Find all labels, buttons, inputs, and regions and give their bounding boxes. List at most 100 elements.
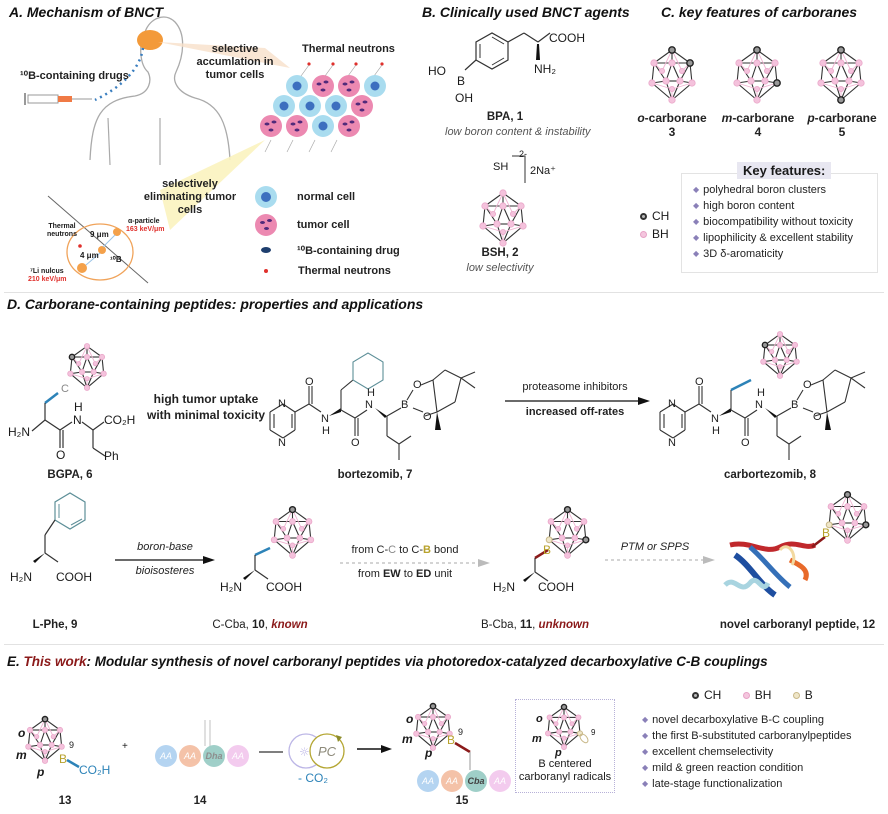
bgpa-structure [31,392,106,457]
radical-carborane-cage [545,703,589,750]
c15-o: o [406,712,414,726]
cage-edge [828,524,848,541]
tumor-uptake-text: high tumor uptake with minimal toxicity [146,392,266,422]
wedge-bond [719,408,731,416]
wedge-bond [329,408,341,416]
bh-vertex [414,713,422,721]
bond [444,369,462,379]
cage-back-edge [492,192,504,215]
peptide-carborane-cage [825,490,870,544]
c15-b: B [447,733,456,747]
bh-vertex [289,518,296,525]
bh-vertex [783,356,790,364]
p-carborane-cage [817,46,865,104]
cage-edge [86,373,105,389]
legend-ch: CH [692,688,721,702]
bond [822,369,836,381]
tumor-cell [338,115,360,137]
bsh-caption: BSH, 2 [481,247,519,259]
bh-vertex [444,713,452,721]
bh-vertex [25,743,32,750]
bh-vertex [668,59,676,67]
catalyst-line [259,751,283,753]
o-carborane-cage [648,46,696,104]
bh-vertex [41,726,49,734]
bh-vertex [848,67,855,74]
radical-pos9: 9 [591,728,596,737]
ch-vertex [429,702,437,710]
bh-vertex [545,730,551,737]
atom-label: O [413,379,422,391]
bh-vertex [817,79,825,87]
bh-vertex [838,519,846,527]
bh-vertex [83,353,91,361]
bh-vertex [438,721,444,727]
bh-vertex [776,341,784,349]
feature-item: ◆the first B-substituted carboranylpepti… [642,730,852,742]
cage-edge [762,361,781,377]
bh-vertex [430,736,436,742]
radical-orbital-icon [579,733,589,744]
tumor-cell [312,75,334,97]
ch-vertex [288,505,297,514]
c15-pos9: 9 [458,727,464,737]
bond [420,379,434,386]
bh-vertex [510,210,517,217]
atom-label: B [791,399,798,411]
bh-vertex [860,503,868,510]
bond [834,369,852,379]
bh-vertex [761,77,769,85]
bpa-oh: OH [455,91,473,105]
m-carborane-cage [733,46,781,104]
bond [282,403,296,413]
legend-bh: BH [640,225,669,243]
diamond-bullet-icon: ◆ [693,249,700,258]
drug-particle [268,128,274,132]
bh-vertex [499,239,507,247]
legend-ch: CH [640,207,669,225]
ch-vertex [560,703,568,711]
neutron-dot [331,62,335,66]
neutron-path [300,64,310,77]
bh-vertex [571,534,579,542]
bsh-note: low selectivity [466,262,534,274]
residue-aa: AA [489,770,511,792]
key-feature-item: ◆lipophilicity & excellent stability [693,232,853,244]
cage-edge [567,539,587,556]
bh-vertex [771,59,779,67]
feature-item: ◆mild & green reaction condition [642,762,804,774]
bh-vertex [289,552,296,559]
cell-grid [260,62,386,153]
bond [398,435,412,445]
atom-label: O [695,376,704,388]
this-work-label: This work [23,654,87,669]
bh-vertex [569,721,575,727]
atom-label: O [305,376,314,388]
atom-label: N [755,399,763,411]
radical-o: o [536,713,543,725]
drug-particle [271,120,277,124]
bh-vertex [26,726,34,734]
bond [282,429,296,439]
lphe-h2n: H₂N [10,570,32,584]
cage-edge [779,333,796,346]
ch-vertex [41,715,49,723]
cage-edge [273,539,293,556]
cage-edge [820,82,842,101]
bh-vertex [753,86,760,93]
bsh-carborane-cage [479,189,527,247]
neutron-dot [354,62,358,66]
bond [802,407,814,413]
bond [698,403,712,413]
bh-vertex [298,526,305,532]
bh-vertex [499,229,506,236]
bond [730,378,752,392]
bond [340,379,354,391]
wedge-bond [375,408,387,418]
legend-b: B [792,688,813,702]
bpa-ho: HO [428,64,446,78]
feature-item: ◆excellent chemselectivity [642,746,774,758]
bcba-b: B [543,543,552,557]
